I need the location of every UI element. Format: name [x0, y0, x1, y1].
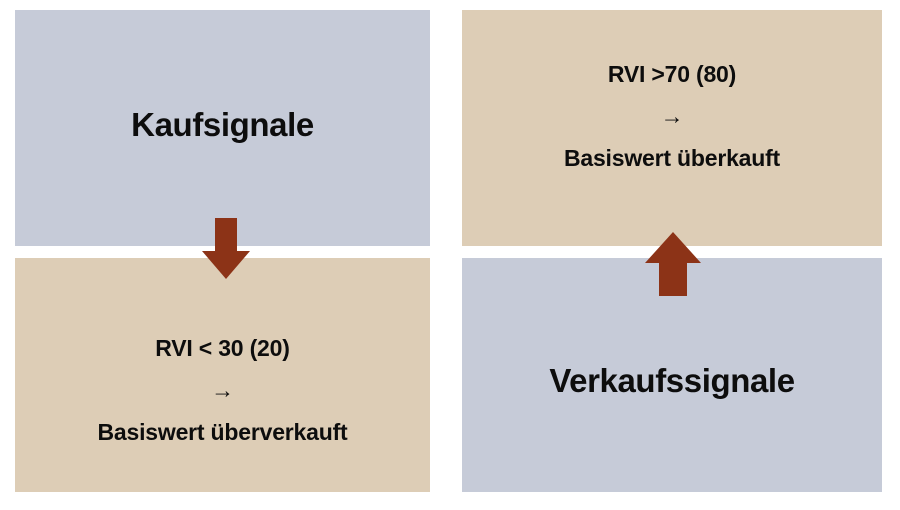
- right-arrow-glyph-icon: →: [211, 376, 234, 403]
- panel-overbought-text-stack: RVI >70 (80) → Basiswert überkauft: [563, 60, 781, 171]
- panel-overbought: RVI >70 (80) → Basiswert überkauft: [462, 10, 882, 246]
- panel-oversold: RVI < 30 (20) → Basiswert überverkauft: [15, 258, 430, 492]
- overbought-condition-text: RVI >70 (80): [607, 60, 737, 87]
- panel-kaufsignale: Kaufsignale: [15, 10, 430, 246]
- panel-kaufsignale-label: Kaufsignale: [131, 105, 314, 143]
- arrow-down-icon: [202, 218, 250, 279]
- panel-verkaufssignale: Verkaufssignale: [462, 258, 882, 492]
- oversold-condition-text: RVI < 30 (20): [155, 334, 290, 361]
- overbought-result-text: Basiswert überkauft: [563, 144, 781, 171]
- right-arrow-glyph-icon: →: [660, 102, 684, 129]
- arrow-up-icon: [645, 232, 701, 296]
- panel-verkaufssignale-label: Verkaufssignale: [549, 361, 795, 399]
- oversold-result-text: Basiswert überverkauft: [97, 418, 348, 445]
- panel-oversold-text-stack: RVI < 30 (20) → Basiswert überverkauft: [97, 334, 348, 445]
